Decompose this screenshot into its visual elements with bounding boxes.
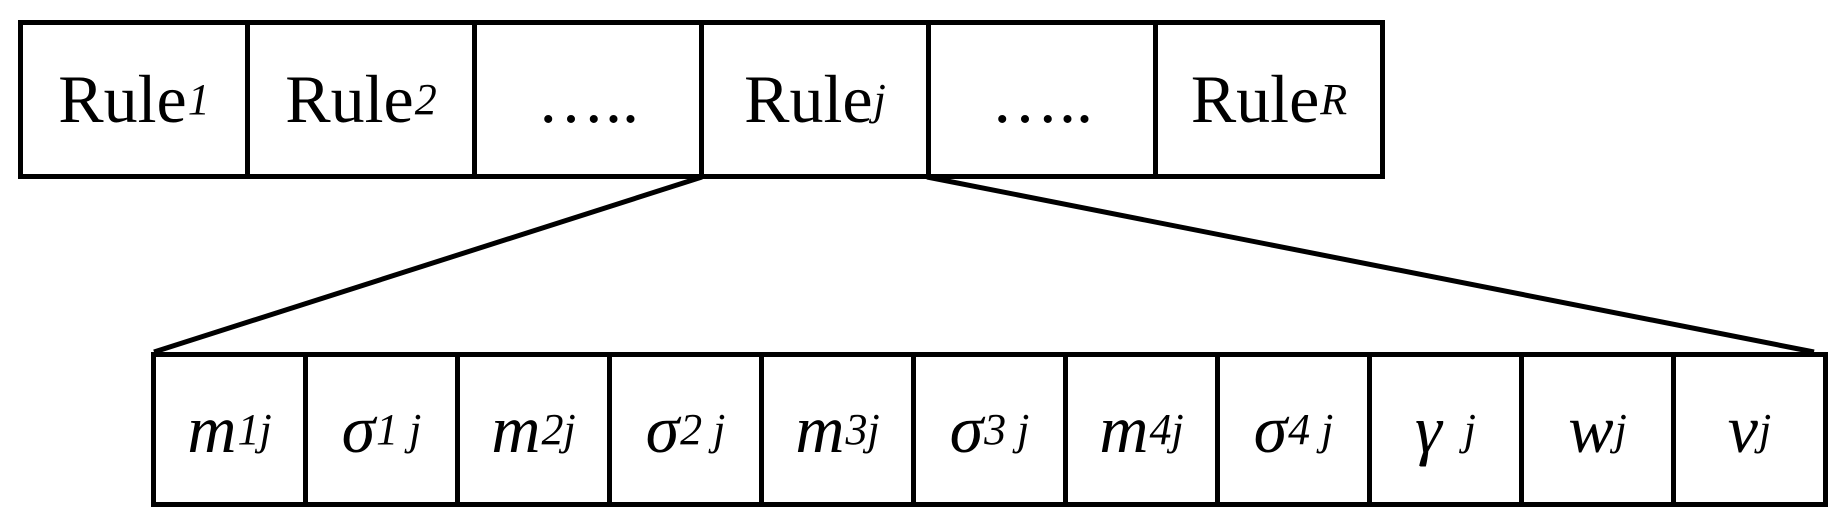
param-symbol: σ xyxy=(645,391,680,467)
rule-subscript: 1 xyxy=(187,75,210,124)
param-subscript: j xyxy=(1463,405,1477,454)
param-subscript: 1j xyxy=(237,405,272,454)
ellipsis-label: ….. xyxy=(537,61,639,137)
ellipsis-label: ….. xyxy=(991,61,1093,137)
param-subscript: 4j xyxy=(1149,405,1184,454)
param-subscript: 2 j xyxy=(680,405,726,454)
rule-label: Rule xyxy=(58,61,187,137)
rule-subscript: j xyxy=(873,75,886,124)
param-symbol: m xyxy=(795,391,845,467)
rule-subscript: R xyxy=(1320,75,1348,124)
param-symbol: σ xyxy=(949,391,984,467)
rule-label: Rule xyxy=(285,61,414,137)
param-symbol: σ xyxy=(341,391,376,467)
param-symbol: w xyxy=(1568,391,1614,467)
rule-cell-ellipsis-1: ….. xyxy=(477,25,704,174)
param-symbol: m xyxy=(1099,391,1149,467)
param-symbol: v xyxy=(1727,391,1758,467)
connector-line-right xyxy=(926,174,1815,355)
param-symbol: γ xyxy=(1414,391,1442,467)
param-subscript: j xyxy=(1758,405,1772,454)
rule-cell-ellipsis-2: ….. xyxy=(931,25,1158,174)
param-symbol: m xyxy=(491,391,541,467)
param-subscript: 3 j xyxy=(984,405,1030,454)
param-subscript: 4 j xyxy=(1288,405,1334,454)
rule-label: Rule xyxy=(744,61,873,137)
rule-subscript: 2 xyxy=(414,75,437,124)
param-subscript: 2j xyxy=(541,405,576,454)
param-subscript: 1 j xyxy=(376,405,422,454)
param-symbol: σ xyxy=(1253,391,1288,467)
param-subscript: 3j xyxy=(845,405,880,454)
rule-label: Rule xyxy=(1190,61,1320,137)
connector-line-left xyxy=(153,174,703,355)
param-symbol: m xyxy=(187,391,237,467)
param-subscript: j xyxy=(1614,405,1627,454)
